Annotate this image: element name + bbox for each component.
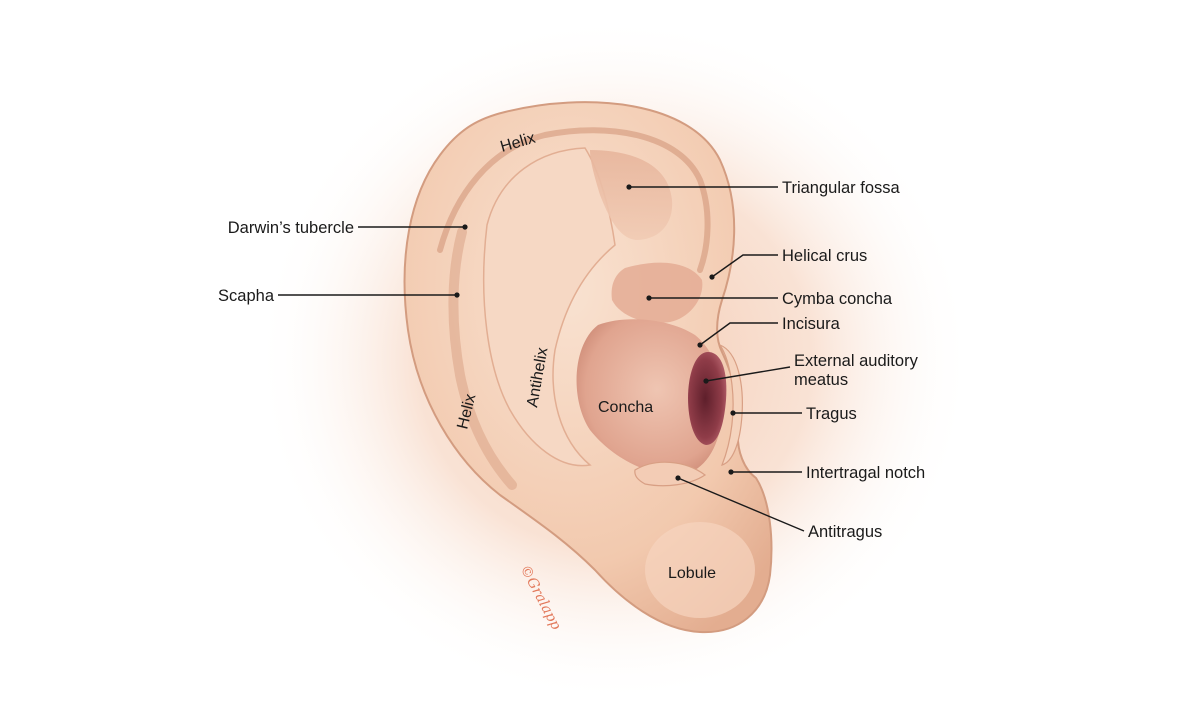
label-intertragal-notch: Intertragal notch: [806, 464, 925, 482]
concha-bowl: [576, 319, 723, 476]
dot-darwins-tubercle: [462, 224, 468, 230]
triangular-fossa-shape: [590, 150, 673, 240]
label-concha: Concha: [598, 399, 653, 416]
label-lobule: Lobule: [668, 565, 716, 582]
dot-helical-crus: [709, 274, 715, 280]
leader-antitragus: [677, 477, 805, 532]
leader-external-auditory-meatus: [705, 366, 791, 382]
dot-cymba-concha: [646, 295, 652, 301]
label-antitragus: Antitragus: [808, 523, 882, 541]
helix-rim-groove: [437, 127, 711, 273]
antitragus-shape: [634, 461, 707, 487]
tragus-shape: [718, 343, 743, 466]
label-incisura: Incisura: [782, 315, 841, 333]
label-external-auditory-meatus-1: External auditory: [794, 352, 919, 370]
cymba-concha-shape: [611, 262, 703, 323]
dot-incisura: [697, 342, 703, 348]
leader-lines: [278, 184, 805, 532]
dot-antitragus: [675, 475, 681, 481]
label-helical-crus: Helical crus: [782, 247, 867, 265]
outer-labels: Triangular fossa Helical crus Cymba conc…: [218, 179, 925, 541]
antihelix-ridge: [483, 147, 616, 467]
lobule-shape: [645, 522, 755, 618]
label-tragus: Tragus: [806, 405, 857, 423]
leader-incisura: [699, 322, 778, 346]
dot-external-auditory-meatus: [703, 378, 709, 384]
dot-triangular-fossa: [626, 184, 632, 190]
label-scapha: Scapha: [218, 287, 275, 305]
dot-intertragal-notch: [728, 469, 734, 475]
label-triangular-fossa: Triangular fossa: [782, 179, 901, 197]
label-external-auditory-meatus-2: meatus: [794, 371, 848, 389]
meatus-opening: [688, 352, 727, 445]
label-cymba-concha: Cymba concha: [782, 290, 893, 308]
leader-helical-crus: [711, 254, 778, 278]
dot-scapha: [454, 292, 460, 298]
dot-tragus: [730, 410, 736, 416]
scapha-groove: [448, 227, 517, 490]
label-darwins-tubercle: Darwin’s tubercle: [228, 219, 354, 237]
